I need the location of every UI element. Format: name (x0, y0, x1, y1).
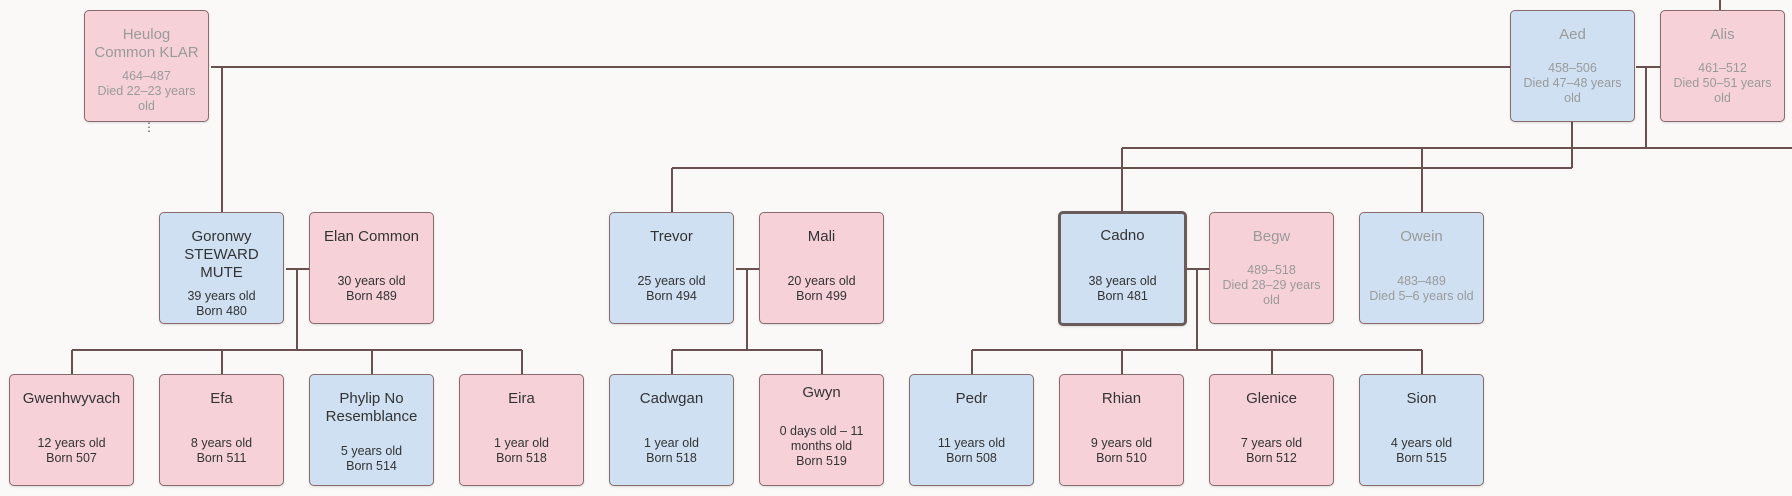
person-born: Born 508 (946, 451, 997, 465)
person-born: Born 481 (1097, 289, 1148, 303)
person-age: 11 years old (937, 436, 1006, 450)
person-born: Born 512 (1246, 451, 1297, 465)
person-born: Born 515 (1396, 451, 1447, 465)
more-ancestors-icon[interactable]: ⋮ (143, 120, 155, 134)
person-card-efa[interactable]: Efa 8 years old Born 511 (159, 374, 284, 486)
person-name: Gwenhwyvach (22, 390, 121, 407)
person-age: 0 days old – 11 months old (779, 424, 864, 453)
person-card-mali[interactable]: Mali 20 years old Born 499 (759, 212, 884, 324)
person-card-eira[interactable]: Eira 1 year old Born 518 (459, 374, 584, 486)
person-name: Efa (210, 390, 233, 407)
person-age: Died 47–48 years old (1523, 76, 1622, 105)
person-age: 38 years old (1088, 274, 1157, 288)
person-card-heulog[interactable]: Heulog Common KLAR 464–487 Died 22–23 ye… (84, 10, 209, 122)
person-lifespan: 458–506 (1548, 61, 1597, 75)
person-name: Begw (1252, 228, 1291, 245)
person-age: 30 years old (337, 274, 406, 288)
person-age: Died 50–51 years old (1673, 76, 1772, 105)
person-born: Born 514 (346, 459, 397, 473)
person-lifespan: 464–487 (122, 69, 171, 83)
person-name: Heulog Common KLAR (94, 26, 199, 61)
person-born: Born 518 (646, 451, 697, 465)
person-age: 9 years old (1090, 436, 1153, 450)
person-age: 25 years old (637, 274, 706, 288)
person-name: Rhian (1101, 390, 1142, 407)
person-born: Born 511 (196, 451, 247, 465)
person-age: 8 years old (190, 436, 253, 450)
person-lifespan: 483–489 (1397, 274, 1446, 288)
person-name: Trevor (650, 228, 693, 245)
person-card-phylip[interactable]: Phylip No Resemblance 5 years old Born 5… (309, 374, 434, 486)
person-age: 20 years old (787, 274, 856, 288)
person-age: 4 years old (1390, 436, 1453, 450)
person-card-cadno-selected[interactable]: Cadno 38 years old Born 481 (1058, 211, 1187, 326)
person-age: 39 years old (187, 289, 256, 303)
person-born: Born 489 (346, 289, 397, 303)
person-name: Goronwy STEWARD MUTE (184, 228, 259, 281)
person-card-trevor[interactable]: Trevor 25 years old Born 494 (609, 212, 734, 324)
person-name: Sion (1406, 390, 1437, 407)
person-lifespan: 461–512 (1698, 61, 1747, 75)
person-card-sion[interactable]: Sion 4 years old Born 515 (1359, 374, 1484, 486)
person-lifespan: 489–518 (1247, 263, 1296, 277)
person-card-cadwgan[interactable]: Cadwgan 1 year old Born 518 (609, 374, 734, 486)
person-name: Cadwgan (639, 390, 704, 407)
person-age: 1 year old (644, 436, 699, 450)
person-born: Born 499 (796, 289, 847, 303)
person-name: Mali (807, 228, 836, 245)
person-name: Elan Common (323, 228, 420, 245)
person-card-begw[interactable]: Begw 489–518 Died 28–29 years old (1209, 212, 1334, 324)
person-born: Born 494 (646, 289, 697, 303)
person-name: Alis (1710, 26, 1735, 43)
person-age: 7 years old (1240, 436, 1303, 450)
person-age: 1 year old (494, 436, 549, 450)
person-name: Gwyn (802, 384, 841, 401)
person-name: Aed (1559, 26, 1586, 43)
person-card-elan[interactable]: Elan Common 30 years old Born 489 (309, 212, 434, 324)
person-age: Died 5–6 years old (1369, 289, 1474, 303)
person-card-glenice[interactable]: Glenice 7 years old Born 512 (1209, 374, 1334, 486)
person-name: Owein (1400, 228, 1443, 245)
person-card-rhian[interactable]: Rhian 9 years old Born 510 (1059, 374, 1184, 486)
person-born: Born 519 (796, 454, 847, 468)
person-age: Died 28–29 years old (1222, 278, 1321, 307)
person-born: Born 480 (196, 304, 247, 318)
person-card-gwenhwyvach[interactable]: Gwenhwyvach 12 years old Born 507 (9, 374, 134, 486)
person-card-pedr[interactable]: Pedr 11 years old Born 508 (909, 374, 1034, 486)
person-born: Born 510 (1096, 451, 1147, 465)
person-card-alis[interactable]: Alis 461–512 Died 50–51 years old (1660, 10, 1785, 122)
person-born: Born 518 (496, 451, 547, 465)
person-name: Phylip No Resemblance (325, 390, 418, 425)
person-card-gwyn[interactable]: Gwyn 0 days old – 11 months old Born 519 (759, 374, 884, 486)
person-name: Cadno (1100, 227, 1145, 244)
person-card-owein[interactable]: Owein 483–489 Died 5–6 years old (1359, 212, 1484, 324)
person-age: 5 years old (340, 444, 403, 458)
person-name: Glenice (1246, 390, 1297, 407)
person-card-goronwy[interactable]: Goronwy STEWARD MUTE 39 years old Born 4… (159, 212, 284, 324)
person-age: Died 22–23 years old (97, 84, 196, 113)
person-born: Born 507 (46, 451, 97, 465)
person-card-aed[interactable]: Aed 458–506 Died 47–48 years old (1510, 10, 1635, 122)
person-name: Pedr (955, 390, 988, 407)
person-name: Eira (508, 390, 535, 407)
person-age: 12 years old (37, 436, 106, 450)
